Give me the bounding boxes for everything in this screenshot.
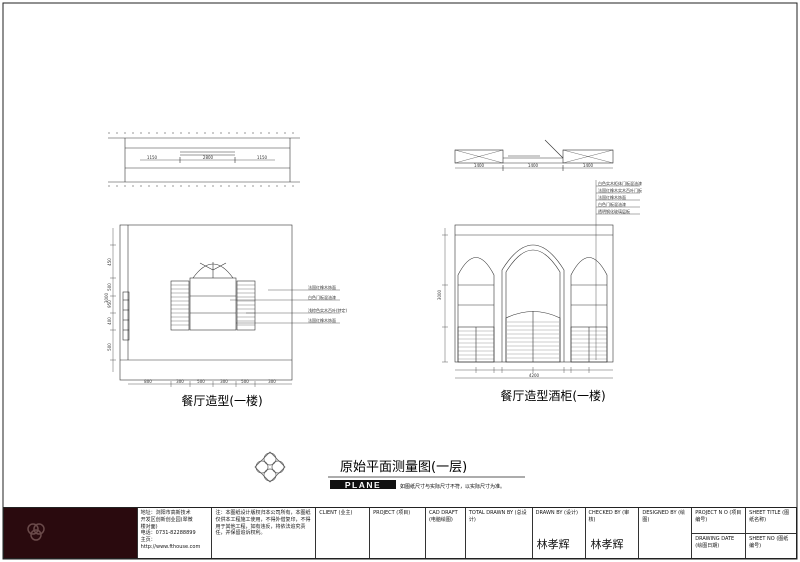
right-callout-1: 白色实木柜体门板混油漆: [598, 180, 642, 186]
left-plan-dim-1: 1150: [147, 155, 158, 160]
left-vdim-6: 500: [107, 343, 112, 351]
sheet-no-label: SHEET NO (图纸编号): [749, 536, 789, 549]
left-vdim-4: 400: [107, 317, 112, 325]
right-dim-lines: [442, 228, 613, 379]
project-no-date: PROJECT N O (项目编号) DRAWING DATE (绘图日期): [692, 508, 747, 558]
cad-label: CAD DRAFT (电脑绘图): [428, 510, 458, 523]
company-address-line-1: 地址：浏阳市高新技术: [140, 510, 191, 516]
left-callout-3: 浅棕色实木百叶(特定): [308, 307, 348, 313]
left-bdim-6: 300: [268, 379, 276, 384]
right-plan-dim-2: 1400: [528, 163, 539, 168]
left-shutter-slats: [171, 284, 255, 326]
right-plan-dim-1: 1400: [474, 163, 485, 168]
right-callout-5: 透明钢化玻璃层板: [598, 208, 630, 214]
right-louvre-slats: [458, 321, 607, 360]
client-label: CLIENT (业主): [319, 510, 353, 516]
left-callout-leaders: [230, 289, 340, 324]
checked-field: CHECKED BY (审核) 林孝辉: [586, 508, 640, 558]
left-bottom-dim-lines: [128, 381, 292, 387]
left-elevation: [119, 224, 293, 381]
title-block: 地址：浏阳市高新技术 开发区创新创业园(翠微 楼对面) 电话：0731-8228…: [3, 507, 797, 559]
left-bdim-2: 300: [176, 379, 184, 384]
signature-drawn: 林孝辉: [536, 538, 570, 551]
project-field: PROJECT (项目): [370, 508, 426, 558]
drawing-date-label: DRAWING DATE (绘图日期): [695, 536, 735, 549]
left-callout-2: 白色门板混油漆: [308, 294, 336, 300]
drawn-field: DRAWN BY (设计) 林孝辉: [533, 508, 586, 558]
left-vertical-dim-lines: [110, 228, 116, 372]
company-website: 主页：http://www.fthouse.com: [140, 537, 201, 550]
left-plan-view: [108, 132, 300, 187]
left-bdim-5: 500: [241, 379, 249, 384]
right-overall-dim: 4200: [529, 373, 540, 378]
left-plan-dim-2: 2800: [203, 155, 214, 160]
drawn-label: DRAWN BY (设计): [535, 510, 578, 516]
company-address-line-2: 开发区创新创业园(翠微: [140, 516, 193, 523]
signature-checked: 林孝辉: [590, 538, 624, 551]
right-callout-3: 法国红橡木饰面: [598, 194, 626, 200]
right-callout-leaders: [595, 180, 640, 360]
right-vdim: 3000: [437, 289, 442, 300]
right-callout-4: 白色门板混油漆: [598, 201, 626, 207]
cad-field: CAD DRAFT (电脑绘图): [426, 508, 466, 558]
left-bdim-1: 800: [144, 379, 152, 384]
sheet-title-cn: 原始平面测量图(一层): [340, 460, 467, 475]
designed-label: DESIGNED BY (绘图): [642, 510, 686, 523]
right-drawing-title: 餐厅造型酒柜(一楼): [500, 388, 605, 403]
left-vdim-2: 500: [107, 283, 112, 291]
right-plan-view: [454, 139, 614, 171]
sheet-title-label: SHEET TITLE (图纸名称): [746, 508, 797, 534]
designed-field: DESIGNED BY (绘图): [639, 508, 693, 558]
sheet-title-no: SHEET TITLE (图纸名称) SHEET NO (图纸编号): [746, 508, 797, 558]
sheet-title-bar: [330, 480, 396, 489]
project-no-label: PROJECT N O (项目编号): [692, 508, 746, 534]
sheet-title-note: 如图纸尺寸与实际尺寸不符，以实际尺寸为准。: [400, 483, 505, 490]
left-bdim-3: 500: [197, 379, 205, 384]
left-callout-1: 法国红橡木饰面: [308, 284, 336, 290]
project-label: PROJECT (项目): [373, 510, 411, 516]
right-plan-dim-3: 1400: [583, 163, 594, 168]
left-vdim-3: 950: [107, 300, 112, 308]
left-callout-4: 法国红橡木饰面: [308, 317, 336, 323]
company-address-line-3: 楼对面): [140, 523, 158, 530]
company-logo: [4, 508, 138, 558]
total-drawn-label: TOTAL DRAWN BY (总设计): [468, 510, 527, 523]
right-callout-2: 法国红橡木实木百叶门板: [598, 187, 642, 193]
left-vdim-1: 450: [107, 258, 112, 266]
disclaimer: 注：本图纸设计版权归本公司所有，本图纸仅供本工程施工使用，不得外借复印，不得用于…: [212, 508, 317, 558]
left-bdim-4: 300: [220, 379, 228, 384]
company-phone: 电话：0731-82288899: [140, 530, 196, 537]
checked-label: CHECKED BY (审核): [588, 510, 630, 523]
total-drawn-field: TOTAL DRAWN BY (总设计): [466, 508, 533, 558]
sheet-title-emblem: [254, 451, 286, 483]
left-drawing-title: 餐厅造型(一楼): [181, 393, 262, 408]
left-plan-dim-3: 1150: [257, 155, 268, 160]
left-vdim-5: 3000: [104, 292, 109, 303]
logo-icon: [27, 523, 45, 541]
right-elevation: [454, 224, 614, 363]
sheet-title-en: PLANE: [345, 480, 381, 490]
company-info: 地址：浏阳市高新技术 开发区创新创业园(翠微 楼对面) 电话：0731-8228…: [138, 508, 213, 558]
client-field: CLIENT (业主): [316, 508, 371, 558]
